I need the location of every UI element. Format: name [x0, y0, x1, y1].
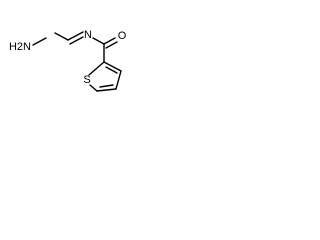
imine-nitrogen-label: N — [84, 29, 92, 41]
ring-bond-c3-c4 — [115, 70, 122, 90]
ring-inner-c2-c3 — [105, 66, 118, 74]
ring-bond-c5-s — [89, 84, 98, 92]
amine-label: H2N — [9, 41, 31, 53]
ring-bond-c4-c5 — [96, 88, 117, 92]
sulfur-label: S — [83, 74, 90, 86]
bonds — [32, 31, 122, 92]
bond-carbonyl-oxygen-2 — [105, 41, 118, 49]
carbonyl-oxygen-label: O — [118, 30, 127, 42]
bond-hydrazine-methine — [54, 32, 69, 41]
bond-amine-hydrazine — [32, 37, 47, 46]
ring-bond-s-c2 — [88, 61, 105, 76]
chemical-structure: H2N N O S — [9, 29, 127, 92]
bond-methine-imine-2 — [69, 36, 84, 45]
ring-bond-c2-c3 — [103, 61, 122, 72]
atom-labels: H2N N O S — [9, 29, 127, 86]
bond-imine-carbonyl — [92, 37, 105, 45]
ring-inner-c4-c5 — [99, 84, 114, 88]
bond-methine-imine-1 — [67, 31, 84, 41]
bond-carbonyl-oxygen-1 — [103, 37, 116, 45]
